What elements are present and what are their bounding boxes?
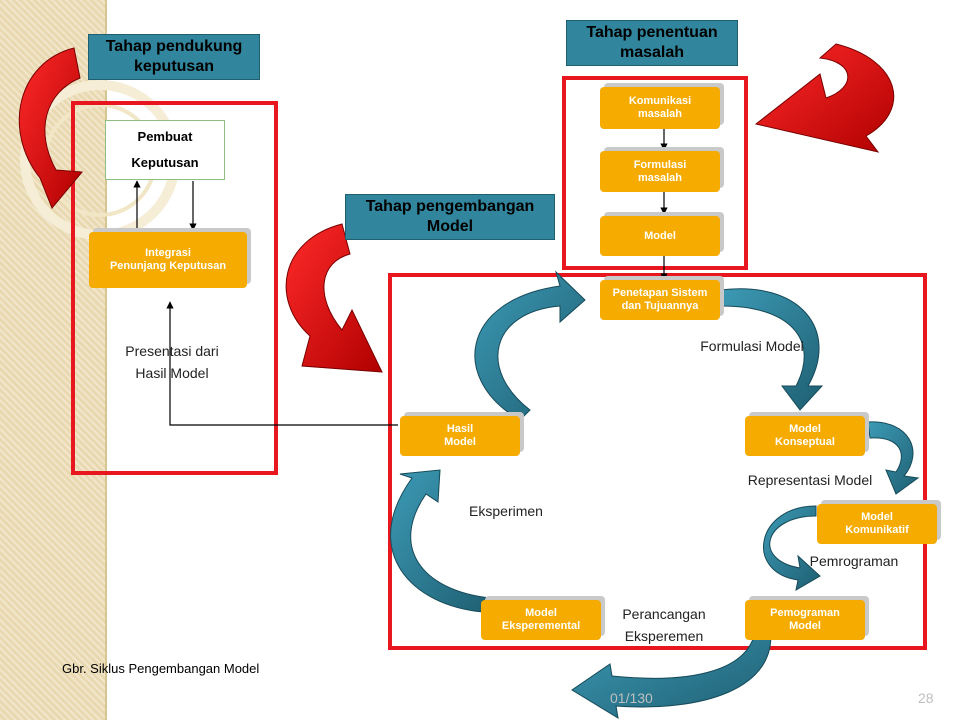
decision-maker-box: Pembuat Keputusan <box>105 120 225 180</box>
conceptual-model-node: Model Konseptual <box>745 416 865 456</box>
decision-support-frame <box>71 101 278 475</box>
problem-formulation-node: Formulasi masalah <box>600 151 720 192</box>
integration-label: Integrasi Penunjang Keputusan <box>109 247 227 272</box>
experimental-model-label: Model Eksperemental <box>501 607 581 632</box>
sidebar-divider <box>105 0 107 720</box>
label-experiment: Eksperimen <box>469 503 543 519</box>
label-representation: Representasi Model <box>747 472 873 488</box>
model-development-frame <box>388 273 927 650</box>
red-curved-arrow-middle <box>285 223 383 373</box>
slide-date: 01/130 <box>610 690 653 706</box>
teal-arrow-conceptual-to-communicative <box>867 421 920 495</box>
problem-communication-node: Komunikasi masalah <box>600 87 720 129</box>
heading-decision-support: Tahap pendukung keputusan <box>88 34 260 80</box>
red-curved-arrow-right <box>754 43 895 153</box>
teal-arrow-programming-to-experimental <box>571 623 772 719</box>
figure-caption: Gbr. Siklus Pengembangan Model <box>62 661 260 676</box>
programming-model-label: Pemograman Model <box>770 607 840 632</box>
integration-node: Integrasi Penunjang Keputusan <box>89 232 247 288</box>
label-formulation: Formulasi Model <box>700 338 804 354</box>
problem-model-label: Model <box>644 229 676 242</box>
slide-page-number: 28 <box>918 690 934 706</box>
heading-model-development: Tahap pengembangan Model <box>345 194 555 240</box>
conceptual-model-label: Model Konseptual <box>775 423 835 448</box>
label-experiment-design: Perancangan Eksperemen <box>622 606 706 644</box>
model-result-node: Hasil Model <box>400 416 520 456</box>
system-goals-node: Penetapan Sistem dan Tujuannya <box>600 280 720 320</box>
model-result-label: Hasil Model <box>444 423 476 448</box>
experimental-model-node: Model Eksperemental <box>481 600 601 640</box>
system-goals-label: Penetapan Sistem dan Tujuannya <box>612 287 708 312</box>
decorative-sidebar <box>0 0 105 720</box>
heading-decision-support-text: Tahap pendukung keputusan <box>105 38 243 75</box>
problem-communication-label: Komunikasi masalah <box>628 95 692 120</box>
teal-arrow-experimental-to-result <box>390 469 491 613</box>
label-programming: Pemrograman <box>809 553 899 569</box>
problem-model-node: Model <box>600 216 720 256</box>
teal-arrow-communicative-to-programming <box>763 505 821 591</box>
heading-problem-definition-text: Tahap penentuan masalah <box>586 24 718 61</box>
heading-problem-definition: Tahap penentuan masalah <box>566 20 738 66</box>
problem-definition-frame <box>562 76 748 270</box>
decision-maker-label: Pembuat Keputusan <box>131 129 199 170</box>
teal-arrow-goals-to-conceptual <box>719 288 824 411</box>
communicative-model-label: Model Komunikatif <box>845 511 909 536</box>
programming-model-node: Pemograman Model <box>745 600 865 640</box>
heading-model-development-text: Tahap pengembangan Model <box>365 198 535 235</box>
red-curved-arrow-left <box>18 47 84 209</box>
teal-arrow-result-to-goals <box>474 270 586 421</box>
presentation-label: Presentasi dari Hasil Model <box>125 343 219 381</box>
communicative-model-node: Model Komunikatif <box>817 504 937 544</box>
problem-formulation-label: Formulasi masalah <box>633 158 687 184</box>
feedback-connector <box>166 301 398 426</box>
